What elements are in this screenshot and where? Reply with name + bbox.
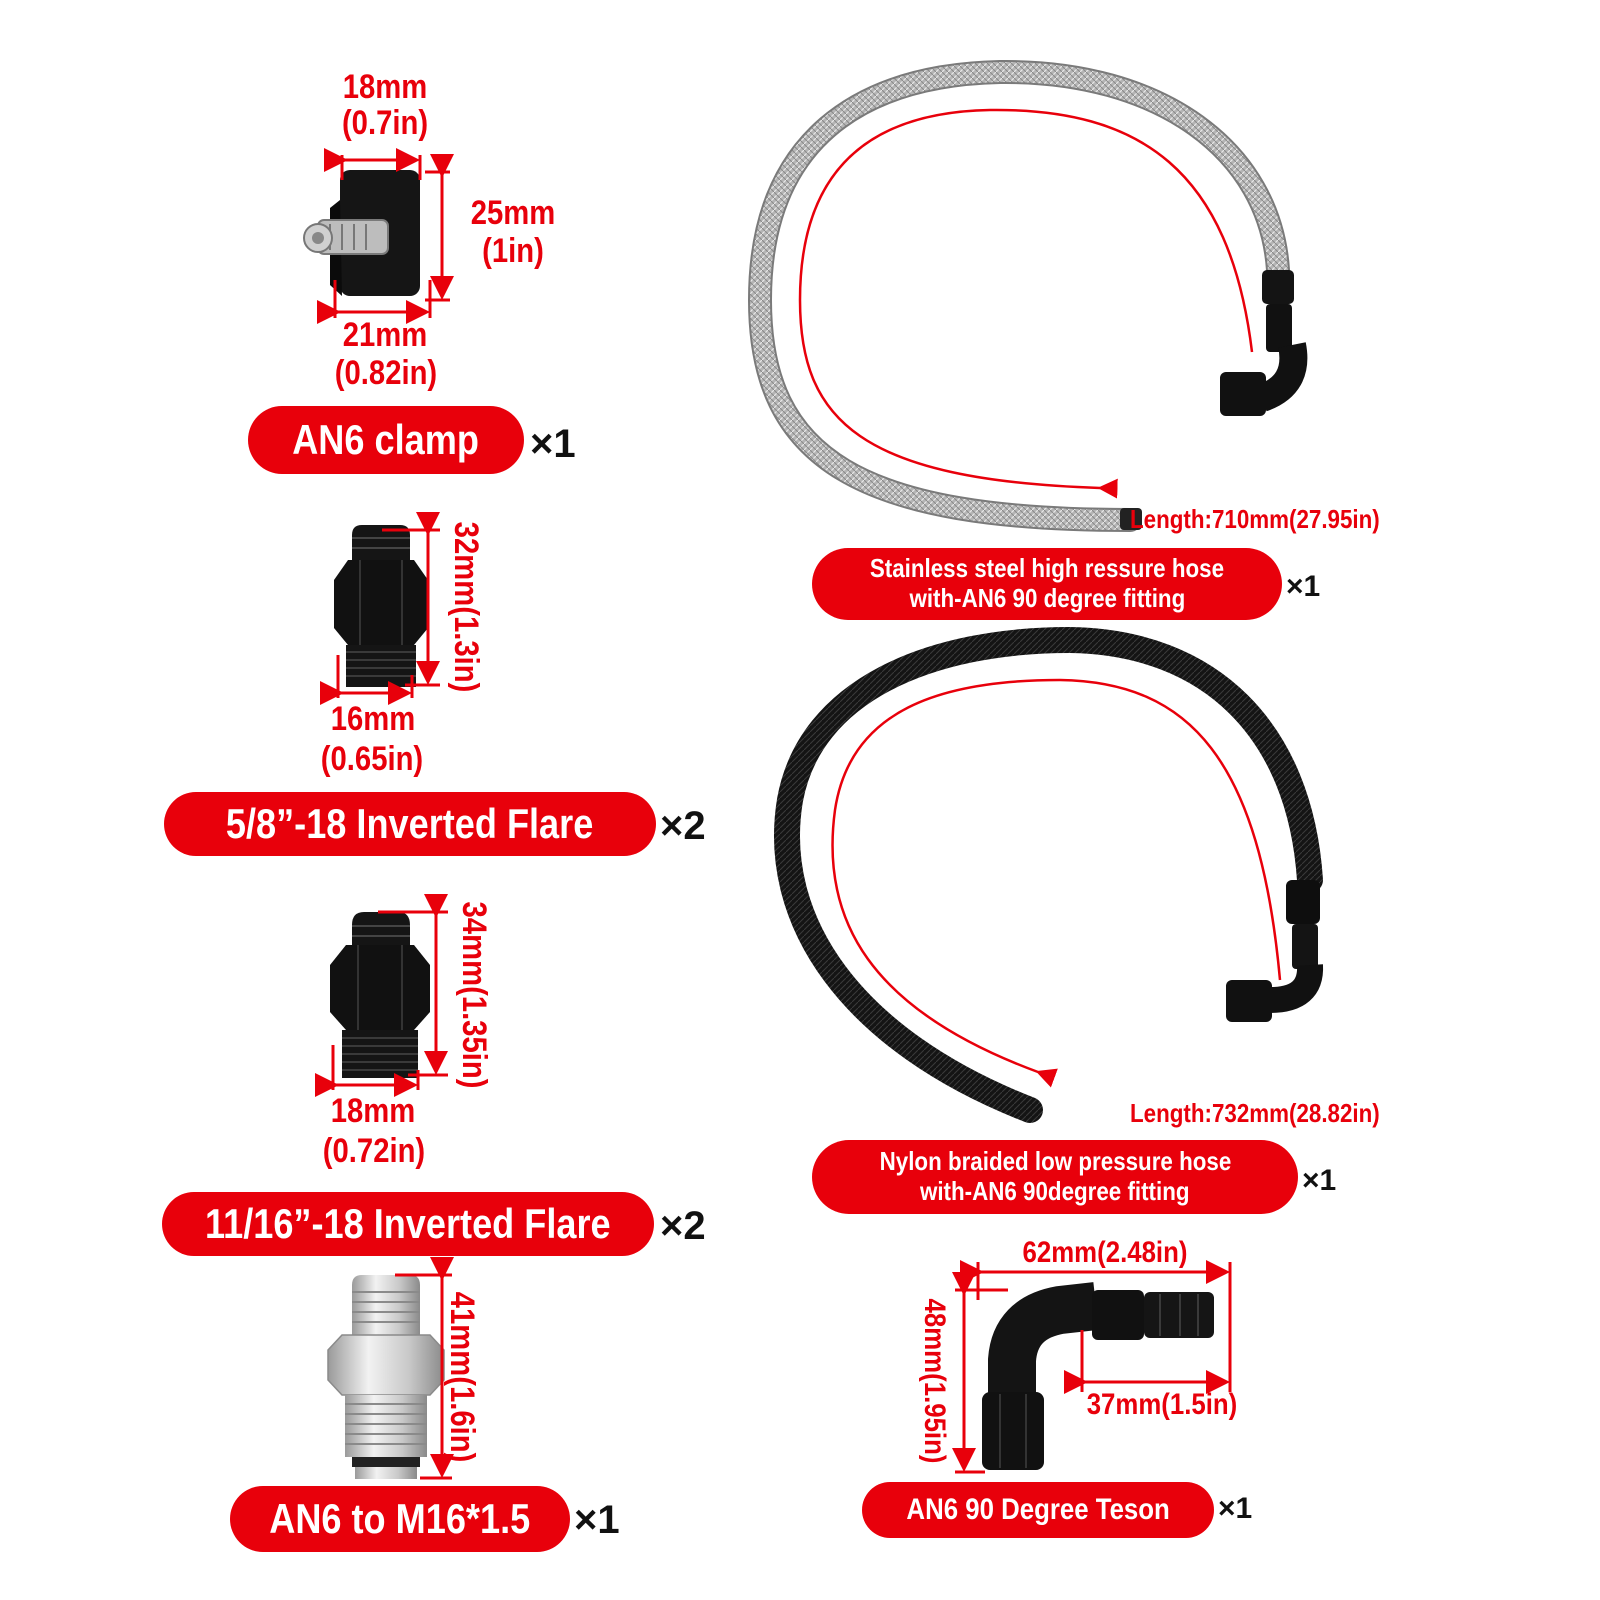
flare-58-height-dim: 32mm(1.3in) xyxy=(447,521,485,693)
m16-label: AN6 to M16*1.5 xyxy=(269,1494,531,1542)
flare-58-dimension-lines xyxy=(320,512,440,705)
nylon-hose-label-line1: Nylon braided low pressure hose xyxy=(879,1146,1231,1177)
teson-label-pill: AN6 90 Degree Teson xyxy=(862,1482,1214,1538)
flare-58-width-dim-mm: 16mm xyxy=(330,700,416,738)
steel-hose-label-pill: Stainless steel high ressure hose with-A… xyxy=(812,548,1282,620)
flare-1116-label-pill: 11/16”-18 Inverted Flare xyxy=(162,1192,654,1256)
nylon-hose-length: Length:732mm(28.82in) xyxy=(1130,1098,1380,1128)
teson-image xyxy=(982,1282,1214,1470)
flare-58-image xyxy=(334,525,428,687)
nylon-hose-label-line2: with-AN6 90degree fitting xyxy=(920,1176,1190,1206)
steel-hose-length: Length:710mm(27.95in) xyxy=(1130,504,1380,534)
steel-hose-qty: ×1 xyxy=(1286,570,1321,603)
flare-1116-qty: ×2 xyxy=(660,1204,706,1248)
steel-hose-label-line1: Stainless steel high ressure hose xyxy=(869,553,1225,584)
m16-label-pill: AN6 to M16*1.5 xyxy=(230,1486,570,1552)
clamp-top-dim-mm: 18mm xyxy=(342,68,428,106)
m16-image xyxy=(327,1275,445,1479)
flare-1116-height-dim: 34mm(1.35in) xyxy=(455,901,493,1089)
clamp-bottom-dim-mm: 21mm xyxy=(342,316,428,354)
clamp-bottom-dim-in: (0.82in) xyxy=(334,354,438,392)
clamp-image xyxy=(303,170,420,296)
m16-height-dim: 41mm(1.6in) xyxy=(443,1291,481,1463)
flare-1116-label: 11/16”-18 Inverted Flare xyxy=(205,1199,611,1247)
nylon-hose-qty: ×1 xyxy=(1302,1164,1337,1197)
flare-58-qty: ×2 xyxy=(660,804,706,848)
nylon-hose-image xyxy=(774,626,1324,1123)
flare-1116-width-dim-in: (0.72in) xyxy=(322,1132,426,1170)
steel-hose-label-line2: with-AN6 90 degree fitting xyxy=(909,583,1185,613)
flare-1116-width-dim-mm: 18mm xyxy=(330,1092,416,1130)
teson-width-dim: 62mm(2.48in) xyxy=(1022,1236,1188,1269)
nylon-hose-label-pill: Nylon braided low pressure hose with-AN6… xyxy=(812,1140,1298,1214)
teson-label: AN6 90 Degree Teson xyxy=(906,1492,1170,1526)
clamp-side-dim-mm: 25mm xyxy=(470,194,556,232)
flare-1116-image xyxy=(330,912,430,1078)
teson-qty: ×1 xyxy=(1218,1492,1253,1525)
teson-socket-dim: 37mm(1.5in) xyxy=(1086,1388,1238,1421)
flare-1116-dimension-lines xyxy=(315,894,448,1097)
teson-dimension-lines xyxy=(952,1260,1232,1474)
flare-58-width-dim-in: (0.65in) xyxy=(320,740,424,778)
clamp-qty: ×1 xyxy=(530,422,576,466)
steel-hose-image xyxy=(747,59,1308,532)
clamp-top-dim-in: (0.7in) xyxy=(341,104,429,142)
m16-qty: ×1 xyxy=(574,1498,620,1542)
clamp-label: AN6 clamp xyxy=(292,415,480,463)
clamp-dimension-lines xyxy=(317,148,454,324)
clamp-side-dim-in: (1in) xyxy=(482,232,544,270)
teson-height-dim: 48mm(1.95in) xyxy=(918,1298,951,1464)
flare-58-label-pill: 5/8”-18 Inverted Flare xyxy=(164,792,656,856)
clamp-label-pill: AN6 clamp xyxy=(248,406,524,474)
flare-58-label: 5/8”-18 Inverted Flare xyxy=(226,799,594,847)
m16-dimension-lines xyxy=(395,1257,454,1480)
